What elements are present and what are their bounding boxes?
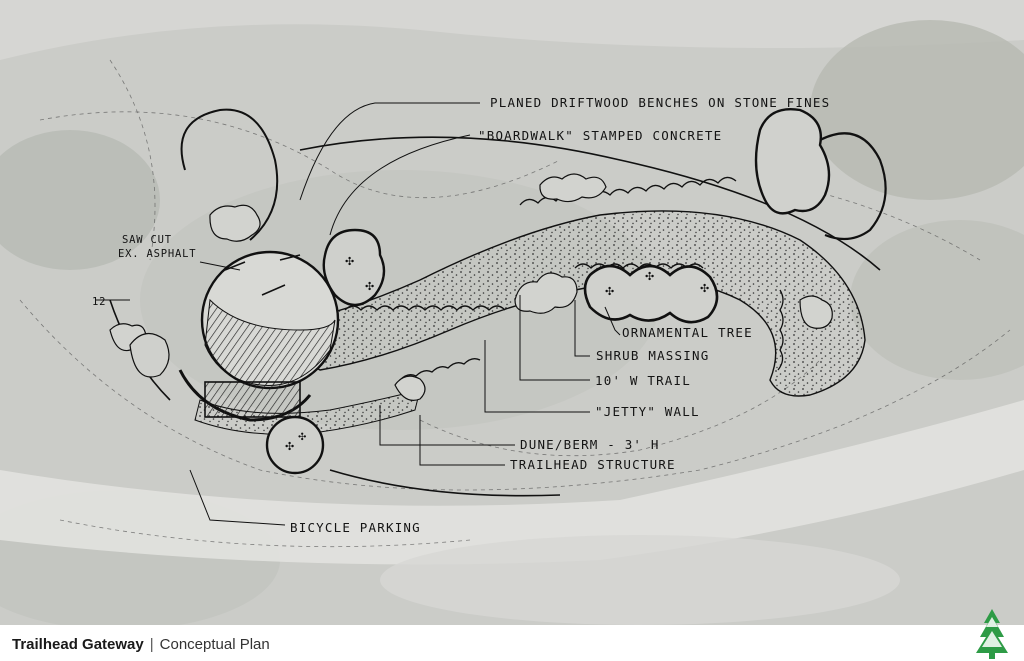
- project-title: Trailhead Gateway: [12, 636, 144, 653]
- label-jetty-wall: "JETTY" WALL: [595, 404, 700, 419]
- label-ornamental-tree: ORNAMENTAL TREE: [622, 325, 753, 340]
- svg-text:✣: ✣: [365, 281, 374, 293]
- label-shrub-massing: SHRUB MASSING: [596, 348, 709, 363]
- label-dimension-12: 12: [92, 296, 106, 308]
- svg-text:✣: ✣: [605, 286, 614, 298]
- svg-text:✣: ✣: [345, 256, 354, 268]
- label-bicycle-parking: BICYCLE PARKING: [290, 520, 421, 535]
- drop-off-loop: [180, 108, 279, 241]
- aerial-base: [0, 0, 1024, 625]
- footer-bar: Trailhead Gateway | Conceptual Plan: [0, 609, 1024, 661]
- svg-text:✣: ✣: [645, 271, 654, 283]
- leader-lines: [95, 102, 621, 526]
- contour-lines: [19, 59, 1011, 548]
- footer-title-block: Trailhead Gateway | Conceptual Plan: [12, 636, 270, 653]
- label-benches: PLANED DRIFTWOOD BENCHES ON STONE FINES: [490, 95, 830, 110]
- label-trail: 10' W TRAIL: [595, 373, 691, 388]
- title-separator: |: [149, 636, 154, 653]
- shrub-massing: [109, 173, 833, 401]
- trailhead-plaza: [178, 250, 340, 422]
- tree-triangle-logo-icon: [976, 609, 1008, 659]
- project-subtitle: Conceptual Plan: [159, 636, 270, 653]
- label-boardwalk: "BOARDWALK" STAMPED CONCRETE: [478, 128, 722, 143]
- conceptual-plan-sketch: ✣ ✣ ✣ ✣ ✣ ✣ ✣ PLANED DRIFTWOOD BENCHES O…: [0, 0, 1024, 625]
- label-trailhead-structure: TRAILHEAD STRUCTURE: [510, 457, 676, 472]
- svg-text:✣: ✣: [298, 432, 306, 443]
- svg-text:✣: ✣: [700, 283, 709, 295]
- plan-labels: PLANED DRIFTWOOD BENCHES ON STONE FINES …: [92, 95, 830, 535]
- trees: ✣ ✣ ✣ ✣ ✣ ✣ ✣: [129, 108, 887, 475]
- label-saw-cut: SAW CUT: [122, 234, 172, 246]
- svg-text:✣: ✣: [285, 441, 294, 453]
- label-dune-berm: DUNE/BERM - 3' H: [520, 437, 660, 452]
- label-ex-asphalt: EX. ASPHALT: [118, 248, 196, 260]
